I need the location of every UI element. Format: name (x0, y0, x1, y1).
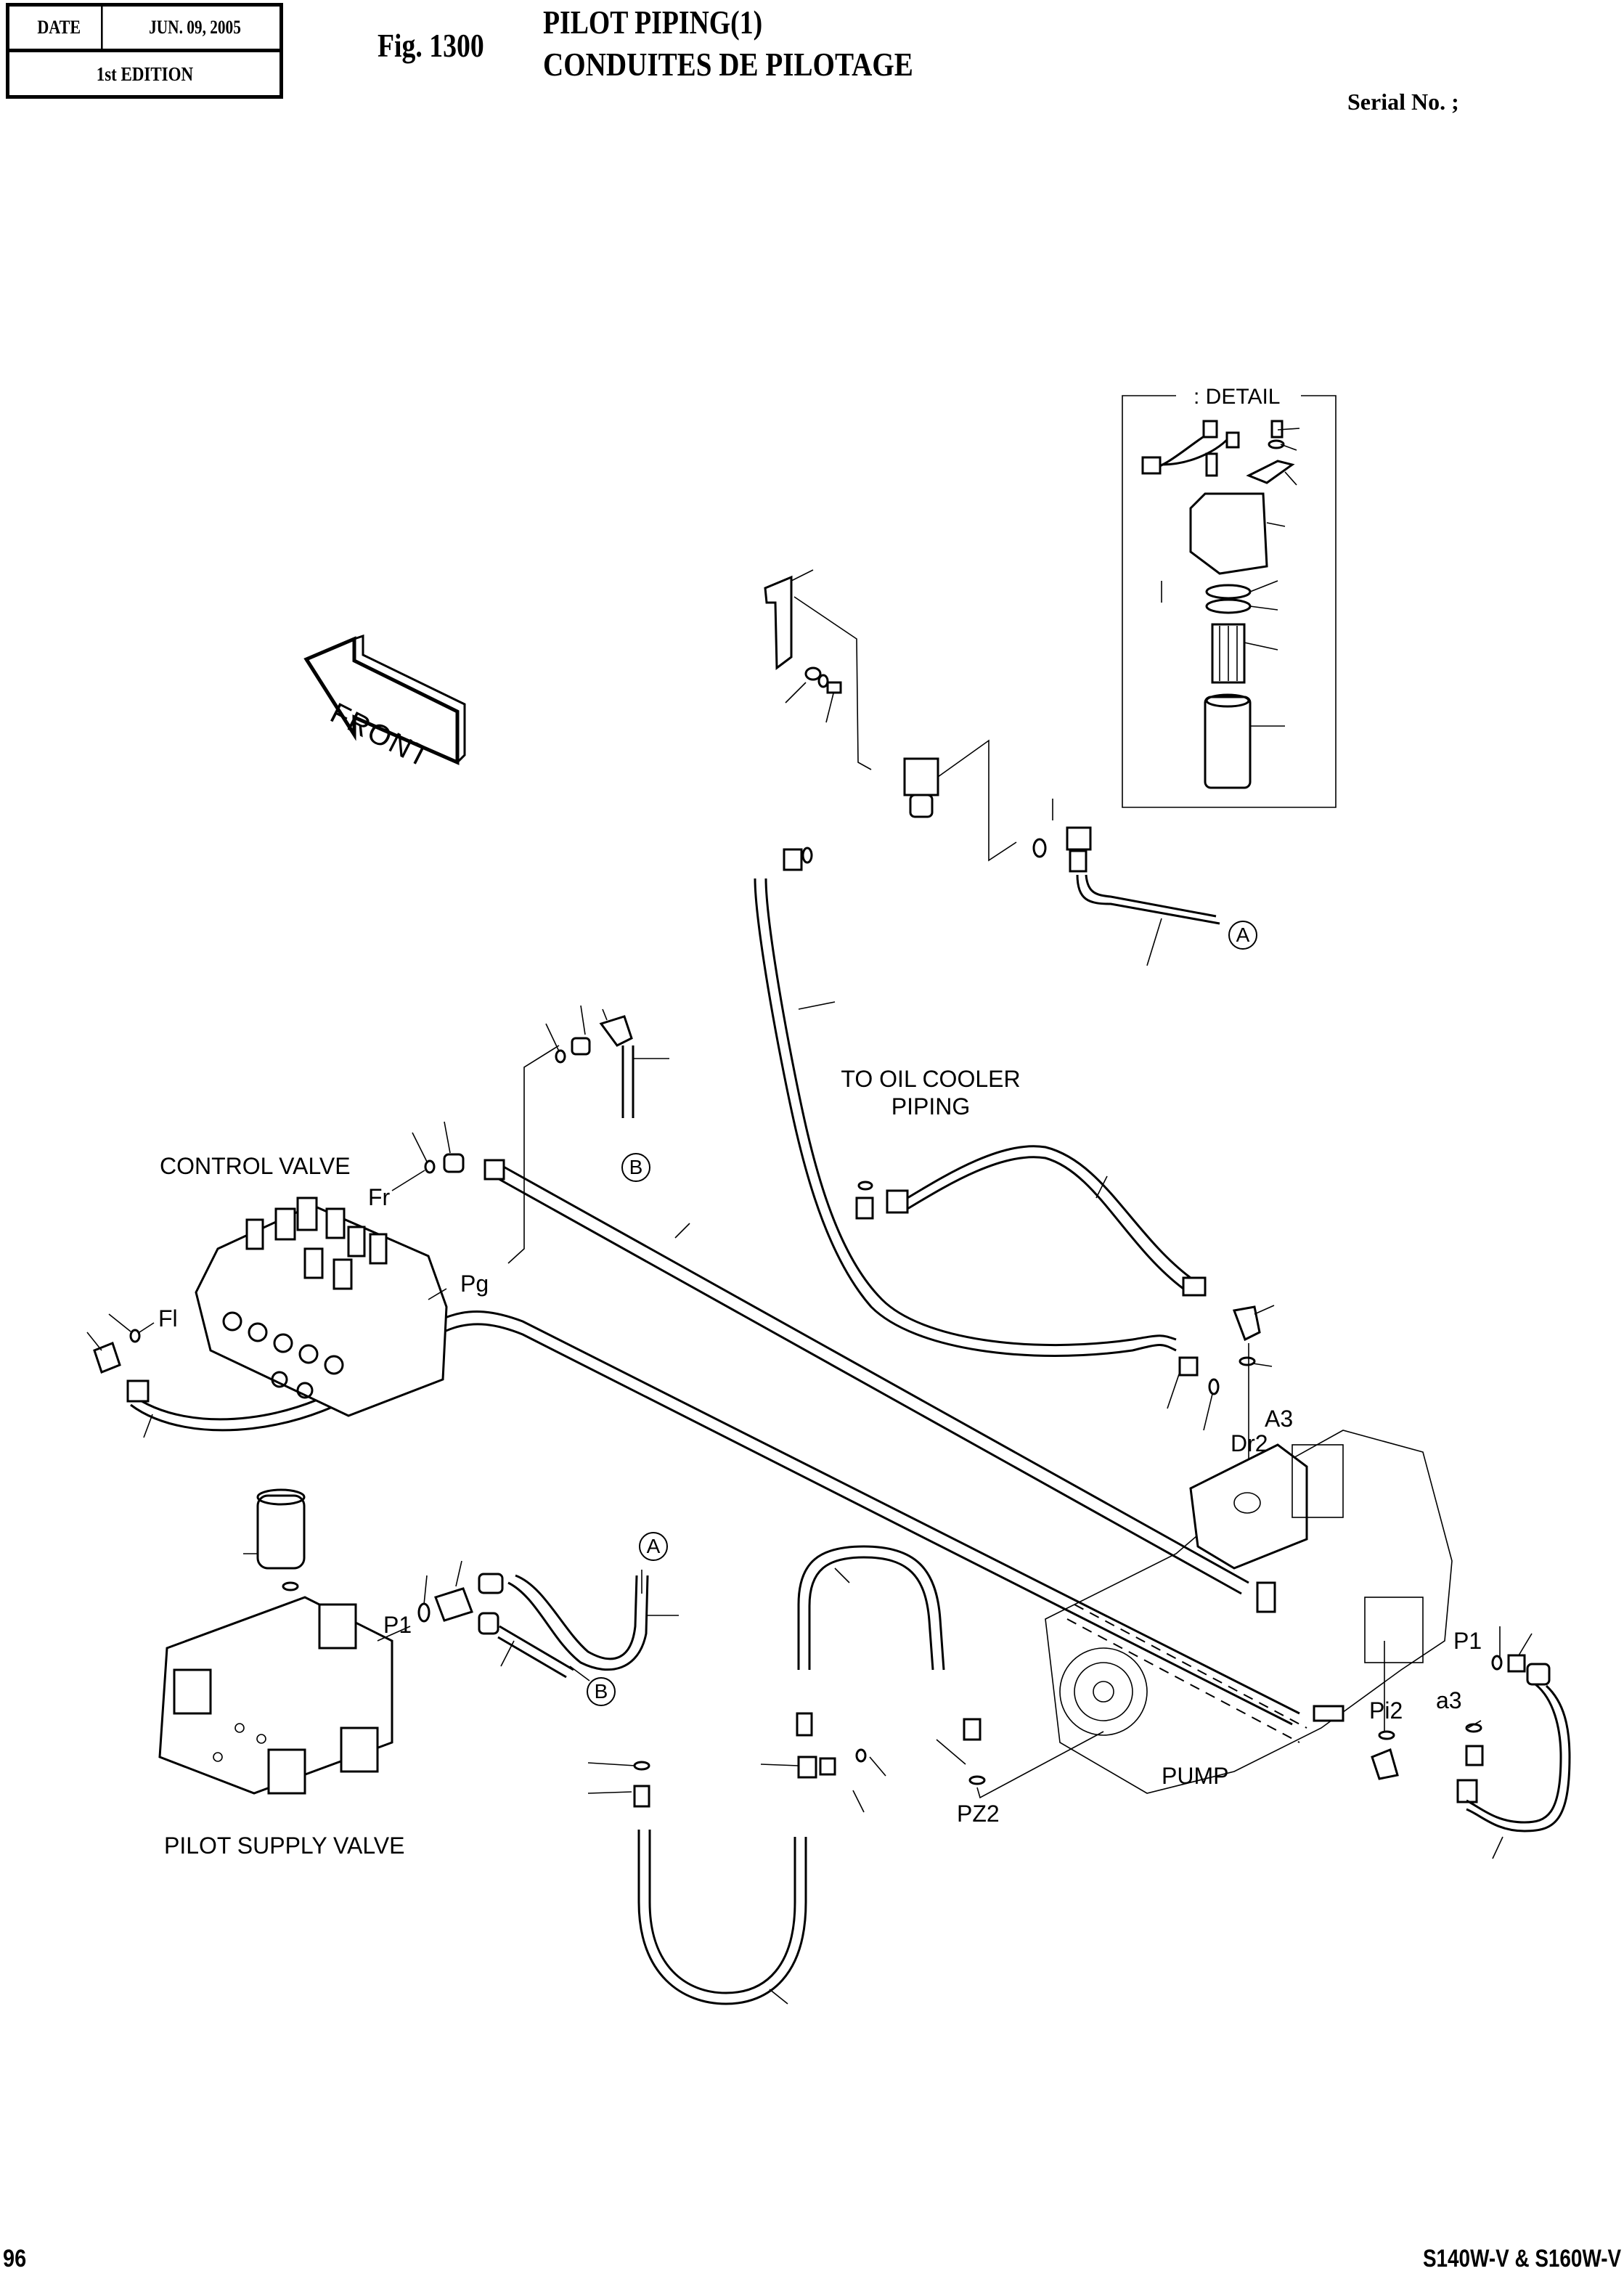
port-label-fl: Fl (158, 1305, 178, 1332)
pump-right-hose (1371, 1626, 1571, 1859)
port-label-pg: Pg (460, 1271, 489, 1297)
fl-fittings (86, 1313, 155, 1438)
pump-label: PUMP (1162, 1763, 1229, 1789)
u-shaped-hose-upper (796, 1545, 982, 1741)
detail-inset-box (1122, 395, 1337, 808)
connection-ref-b-supply: B (587, 1677, 616, 1706)
pilot-filter-bracket (764, 569, 1092, 862)
page-title-english: PILOT PIPING(1) (543, 4, 763, 41)
connection-ref-a-top: A (1228, 921, 1257, 950)
control-valve-body (195, 1196, 448, 1417)
page-number: 96 (3, 2245, 27, 2272)
date-label: DATE (17, 7, 103, 49)
port-label-a3: A3 (1265, 1406, 1294, 1432)
hose-to-connection-a (1069, 849, 1220, 966)
detail-inset-title: : DETAIL (1188, 385, 1286, 409)
edition-label: 1st EDITION (96, 62, 193, 85)
oil-cooler-label-line2: PIPING (891, 1093, 971, 1120)
port-label-p1-pump: P1 (1453, 1628, 1482, 1654)
date-value: JUN. 09, 2005 (149, 17, 241, 38)
port-label-pi2: Pi2 (1369, 1697, 1403, 1724)
u-shaped-hose-lower (587, 1731, 1104, 2005)
port-label-pz2: PZ2 (957, 1801, 1000, 1827)
oil-cooler-label: TO OIL COOLER PIPING (836, 1067, 1025, 1118)
connection-ref-a-supply: A (639, 1532, 668, 1561)
machine-model: S140W-V & S160W-V (1422, 2245, 1621, 2272)
long-pilot-hose (754, 847, 1177, 1357)
oil-cooler-label-line1: TO OIL COOLER (841, 1066, 1021, 1092)
connection-ref-b-top: B (621, 1153, 650, 1182)
port-label-fr: Fr (368, 1184, 391, 1210)
port-label-p1-supply: P1 (383, 1612, 412, 1638)
port-label-dr2: Dr2 (1231, 1430, 1268, 1456)
pump-body (1045, 1430, 1453, 1794)
pilot-supply-valve-label: PILOT SUPPLY VALVE (164, 1832, 405, 1859)
serial-number-label: Serial No. ; (1347, 89, 1459, 115)
page-title-french: CONDUITES DE PILOTAGE (543, 46, 913, 83)
a3-fitting (1167, 1343, 1249, 1459)
control-valve-label: CONTROL VALVE (160, 1153, 351, 1179)
fr-fittings (391, 1121, 465, 1191)
port-label-a3-lower: a3 (1436, 1687, 1462, 1713)
supply-valve-hoses (417, 1560, 679, 1681)
oil-cooler-hose (855, 1145, 1275, 1367)
figure-number: Fig. 1300 (378, 27, 484, 64)
edition-info-box: DATE JUN. 09, 2005 1st EDITION (6, 3, 283, 99)
b-top-fittings (507, 1005, 669, 1264)
pilot-supply-valve-body (158, 1488, 411, 1795)
front-arrow-icon (303, 634, 466, 765)
